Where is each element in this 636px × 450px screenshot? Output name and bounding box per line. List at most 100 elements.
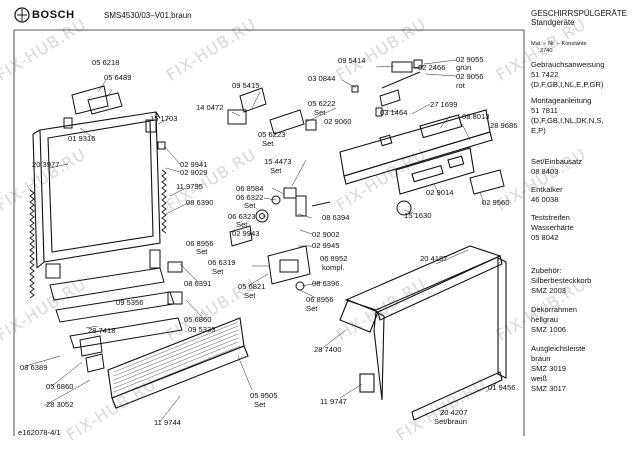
sidebar-descaler-value: 46 0038 [531, 195, 559, 204]
part-label: Set [314, 108, 326, 117]
watermark: FIX-HUB.RU [0, 14, 90, 85]
part-label: Set [270, 166, 282, 175]
sidebar-accessory-label: Zubehör: [531, 266, 562, 275]
watermark: FIX-HUB.RU [332, 144, 430, 215]
part-label: 05 6821 [238, 282, 266, 291]
part-label: 11 9795 [176, 182, 203, 191]
watermark: FIX-HUB.RU [62, 374, 160, 445]
part-label: rot [456, 81, 465, 90]
watermark: FIX-HUB.RU [0, 274, 90, 345]
part-label: 06 8956 [306, 295, 334, 304]
sidebar-teststrips-label2: Wasserhärte [531, 223, 574, 232]
category-subtitle: Standgeräte [531, 18, 575, 27]
part-label: 11 9747 [320, 397, 347, 406]
part-label: Set [306, 304, 318, 313]
part-label: 28 7400 [314, 345, 342, 354]
part-label: 06 6323 [228, 212, 256, 221]
sidebar-strip-label: Ausgleichsleiste [531, 344, 586, 353]
sidebar-strip-value2: SMZ 3017 [531, 384, 567, 393]
part-label: 08 6389 [20, 363, 48, 372]
part-label: 06 8584 [236, 184, 264, 193]
bosch-logo-icon [14, 7, 30, 23]
part-label: 20 3977 [32, 160, 60, 169]
part-label: 05 6223 [258, 130, 286, 139]
sidebar-teststrips-label: Teststreifen [531, 213, 570, 222]
part-label: 03 0844 [308, 74, 336, 83]
sidebar-manual-value: 51 7422 [531, 70, 559, 79]
part-label: Set/braun [434, 417, 467, 426]
model-number: SMS4530/03–V01,braun [104, 11, 192, 20]
door-frame-drawing [32, 111, 161, 269]
sidebar-strip-label2: braun [531, 354, 551, 363]
material-number-value: 3740 [540, 48, 553, 54]
sidebar-manual-langs: (D,F,GB,I,NL,E,P,GR) [531, 80, 604, 89]
part-label: 28 7418 [88, 326, 116, 335]
sidebar-accessory-label2: Silberbesteckkorb [531, 276, 592, 285]
part-label: 09 5414 [338, 56, 366, 65]
part-label: Set [262, 139, 274, 148]
sidebar-strip-value: SMZ 3019 [531, 364, 567, 373]
part-label: 02 9060 [324, 117, 352, 126]
part-label: 28 9686 [490, 121, 518, 130]
part-label: 03 1464 [380, 108, 408, 117]
part-label: 05 6860 [46, 382, 74, 391]
part-label: 09 5356 [116, 298, 144, 307]
sidebar-frame-label: Dekorrahmen [531, 305, 578, 314]
part-label: 08 6396 [312, 279, 340, 288]
sidebar-frame-value: SMZ 1006 [531, 325, 567, 334]
part-label: grün [456, 63, 472, 72]
part-label: 06 8956 [186, 239, 214, 248]
part-label: Set [244, 291, 256, 300]
sidebar-descaler-label: Entkalker [531, 185, 563, 194]
part-label: 01 9456 [488, 383, 516, 392]
category-title: GESCHIRRSPÜLGERÄTE [531, 9, 628, 18]
part-label: 09 5333 [188, 325, 216, 334]
part-label: 02 9056 [456, 72, 484, 81]
part-label: 06 8952 [320, 254, 348, 263]
part-label: 01 9316 [68, 134, 96, 143]
sidebar-frame-label2: hellgrau [531, 315, 559, 324]
sidebar-manual-label: Gebrauchsanweisung [531, 60, 605, 69]
sidebar-set-value: 08 8403 [531, 167, 559, 176]
sidebar-strip-label3: weiß [531, 374, 548, 383]
sidebar-install-value: 51 7811 [531, 106, 558, 115]
part-label: 28 3052 [46, 400, 74, 409]
part-label: 14 0472 [196, 103, 224, 112]
sidebar-install-label: Montageanleitung [531, 96, 592, 105]
part-label: 08 8013 [462, 112, 490, 121]
watermark: FIX-HUB.RU [332, 14, 430, 85]
part-label: 02 9002 [312, 230, 340, 239]
part-label: 08 6390 [186, 198, 214, 207]
part-label: 15 4473 [264, 157, 292, 166]
part-label: 02 9941 [180, 160, 208, 169]
part-label: 02 9560 [482, 198, 510, 207]
part-label: 11 9744 [154, 418, 181, 427]
part-label: 02 9014 [426, 188, 454, 197]
part-label: 27 1699 [430, 100, 458, 109]
part-label: 02 2466 [418, 63, 446, 72]
part-label: 05 6860 [184, 315, 212, 324]
part-label: 02 9055 [456, 55, 484, 64]
part-label: Set [236, 220, 248, 229]
part-label: 08 6391 [184, 279, 212, 288]
sidebar-accessory-value: SMZ 2003 [531, 286, 567, 295]
part-label: 02 9943 [232, 229, 260, 238]
part-label: Set [212, 267, 224, 276]
part-label: 02 9029 [180, 168, 208, 177]
part-label: 20 4207 [440, 408, 468, 417]
sidebar-install-langs2: E,P) [531, 126, 546, 135]
part-label: 15 1703 [150, 114, 178, 123]
sidebar-teststrips-value: 05 8042 [531, 233, 559, 242]
part-label: 08 6394 [322, 213, 350, 222]
brand-logo: BOSCH [32, 9, 75, 21]
document-id: e162078-4/1 [18, 428, 61, 437]
sidebar-set-label: Set/Einbausatz [531, 157, 583, 166]
part-label: 05 6218 [92, 58, 120, 67]
part-label: 05 9505 [250, 391, 278, 400]
part-label: 15 1630 [404, 211, 432, 220]
part-label: 02 9945 [312, 241, 340, 250]
part-label: 09 5415 [232, 81, 260, 90]
material-number-label: Mat. – Nr. – Konstante [531, 41, 587, 47]
part-label: Set [196, 247, 208, 256]
watermark: FIX-HUB.RU [162, 14, 260, 85]
